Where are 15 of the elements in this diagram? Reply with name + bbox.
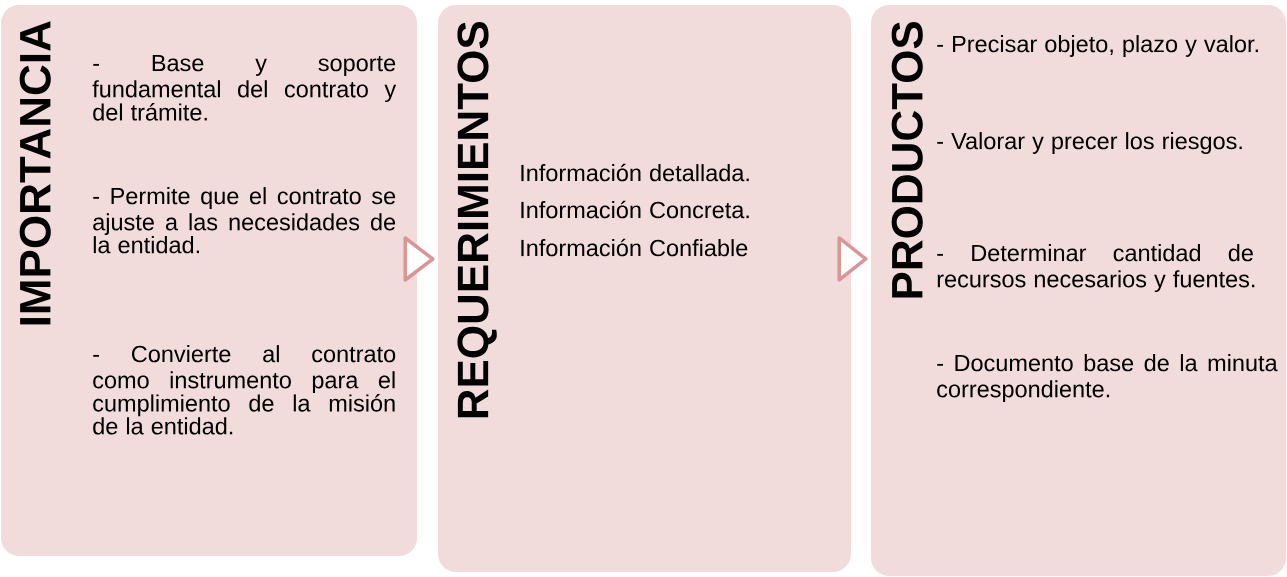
vertical-heading: REQUERIMIENTOS: [457, 21, 497, 418]
body-text: - Convierte al contrato como instrumento para el cumplimiento de la misión de la entidad.: [93, 345, 396, 435]
body-text: - Base y soporte fundamental del contrato y del trámite.: [92, 54, 397, 121]
body-text: Información Concreta.: [521, 200, 749, 219]
body-text: - Documento base de la minuta correspondiente.: [937, 354, 1278, 403]
body-text: - Precisar objeto, plazo y valor.: [937, 35, 1258, 57]
body-text: - Valorar y precer los riesgos.: [937, 132, 1242, 154]
body-text: - Permite que el contrato se ajuste a las necesidades de la entidad.: [93, 187, 396, 254]
body-text: - Determinar cantidad de recursos necesarios y fuentes.: [937, 244, 1255, 293]
body-text: Información detallada.: [521, 163, 749, 182]
vertical-heading: PRODUCTOS: [891, 21, 923, 298]
chevron-arrow: [837, 236, 868, 282]
chevron-arrow: [403, 236, 435, 282]
body-text: Información Confiable: [521, 238, 748, 257]
vertical-heading: IMPORTANCIA: [19, 21, 51, 325]
